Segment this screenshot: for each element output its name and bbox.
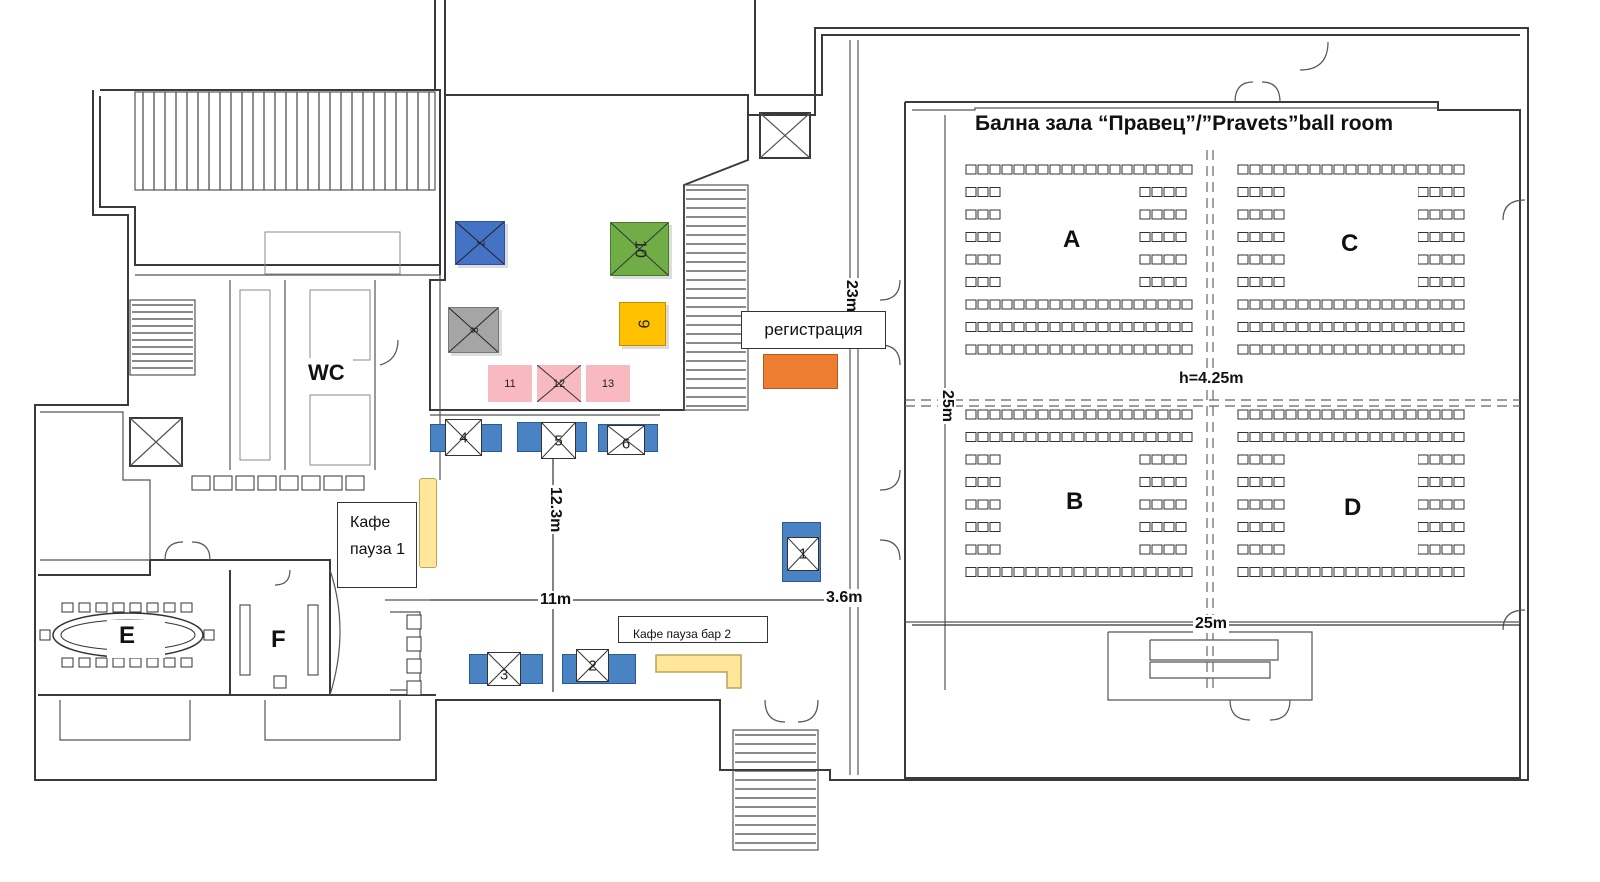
- booth-number: 1: [798, 545, 808, 563]
- coffee-break-2-label: Кафе пауза бар 2: [618, 616, 768, 643]
- ceiling-height: h=4.25m: [1177, 370, 1246, 388]
- booth-1[interactable]: 1: [787, 537, 819, 571]
- booth-6[interactable]: 6: [607, 425, 645, 455]
- section-b-label: B: [1066, 488, 1084, 515]
- doors: [164, 41, 1526, 723]
- booth-number: 3: [499, 666, 509, 684]
- booth-number: 2: [588, 657, 597, 674]
- cross-mark-icon: [456, 222, 504, 264]
- dim-3-6m: 3.6m: [824, 589, 865, 607]
- elevator-top: [759, 112, 811, 159]
- conference-chairs: [39, 602, 215, 668]
- booth-number: 10: [631, 240, 649, 258]
- cross-mark-icon: [611, 223, 668, 275]
- cross-mark-icon: [788, 538, 818, 570]
- wc-label: WC: [300, 358, 353, 388]
- booth-number: 7: [474, 239, 486, 247]
- section-c-label: C: [1341, 230, 1359, 257]
- booth-7[interactable]: 7: [455, 221, 505, 265]
- booth-12[interactable]: 12: [537, 365, 581, 402]
- registration-label: регистрация: [741, 311, 886, 349]
- bench-row: [191, 475, 422, 696]
- cross-mark-icon: [608, 426, 644, 454]
- booth-number: 6: [621, 435, 631, 453]
- booth-number: 4: [459, 429, 468, 446]
- section-a-label: A: [1063, 226, 1081, 253]
- stairs-left: [129, 299, 196, 376]
- booth-number: 13: [601, 377, 615, 390]
- booth-8[interactable]: 8: [448, 307, 499, 353]
- cross-mark-icon: [542, 423, 575, 458]
- cross-mark-icon: [537, 365, 581, 402]
- room-e-label: E: [107, 620, 166, 658]
- ballroom-seating: [965, 164, 1465, 577]
- stairs-bottom-treads: [735, 734, 816, 844]
- room-f-label: F: [271, 626, 286, 653]
- ballroom-partitions: [905, 150, 1520, 690]
- cross-mark-icon: [577, 650, 608, 681]
- booth-4[interactable]: 4: [445, 419, 482, 456]
- stairs-mid-treads: [686, 189, 746, 407]
- booth-number: 11: [504, 377, 516, 390]
- booth-number: 12: [552, 377, 566, 390]
- dim-11m: 11m: [538, 591, 574, 609]
- booth-10[interactable]: 10: [610, 222, 669, 276]
- elevator-left: [129, 417, 183, 467]
- cross-mark-icon: [449, 308, 498, 352]
- dim-23m: 23m: [842, 278, 860, 315]
- stairs-top-treads: [142, 92, 430, 190]
- dim-12-3m: 12.3m: [546, 485, 564, 535]
- coffee-break-1-label: Кафе пауза 1: [337, 502, 417, 588]
- booth-3[interactable]: 3: [487, 652, 521, 686]
- room-f-furniture: [239, 604, 319, 689]
- cross-mark-icon: [488, 653, 520, 685]
- coffee-counter-1: [419, 478, 437, 568]
- cross-mark-icon: [446, 420, 481, 455]
- booth-9[interactable]: 9: [619, 302, 666, 346]
- stairs-bottom: [732, 729, 819, 851]
- section-openings: [1010, 186, 1418, 554]
- dim-25m-horizontal: 25m: [1193, 615, 1230, 633]
- stairs-mid: [683, 184, 749, 411]
- dim-25m-vertical: 25m: [938, 388, 956, 425]
- booth-number: 8: [467, 326, 480, 334]
- booth-2[interactable]: 2: [576, 649, 609, 682]
- registration-desk: [763, 354, 838, 389]
- stairs-top-left: [134, 91, 436, 191]
- section-d-label: D: [1344, 494, 1362, 521]
- booth-13[interactable]: 13: [586, 365, 630, 402]
- booth-11[interactable]: 11: [488, 365, 532, 402]
- booth-number: 9: [634, 319, 652, 329]
- ballroom-title: Бална зала “Правец”/”Pravets”ball room: [975, 112, 1394, 136]
- booth-5[interactable]: 5: [541, 422, 576, 459]
- booth-number: 5: [554, 432, 563, 449]
- coffee-counter-2: [655, 654, 742, 689]
- stairs-left-treads: [132, 304, 193, 369]
